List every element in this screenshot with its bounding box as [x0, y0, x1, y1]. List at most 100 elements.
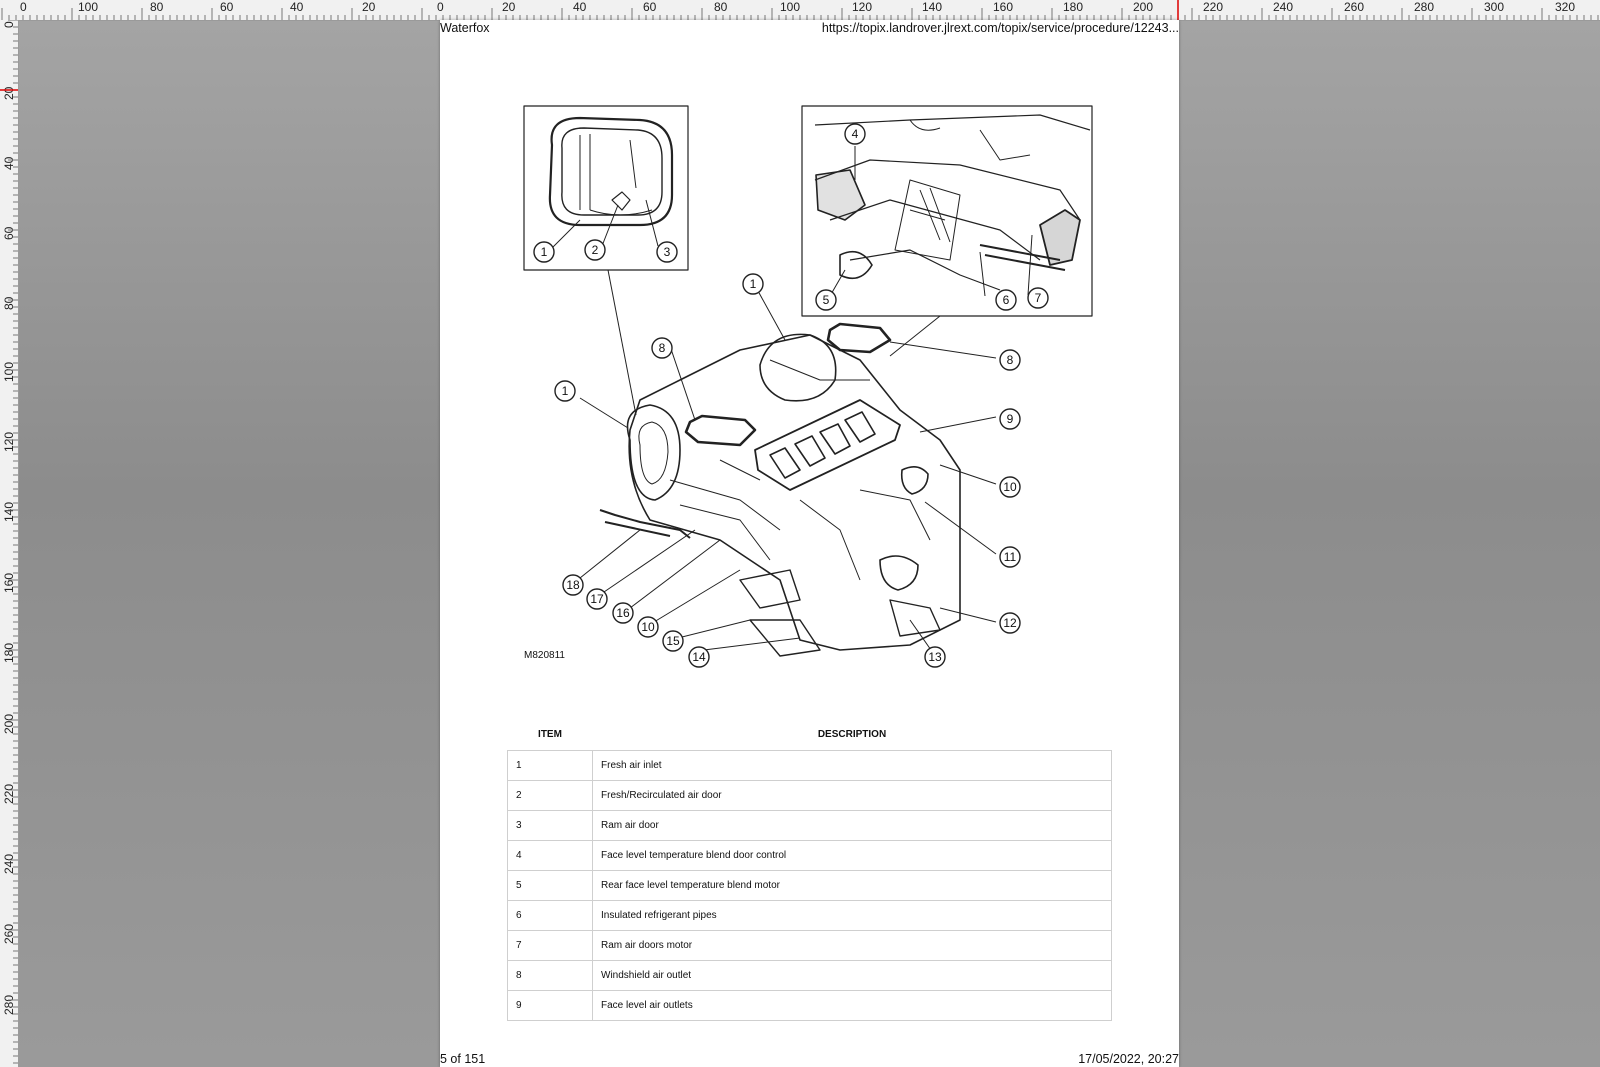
vertical-ruler[interactable]: 0 20 40 60 80 100 120 140 160 180 200 22… [0, 20, 19, 1067]
item-description: Ram air doors motor [592, 930, 1112, 961]
ruler-label: 40 [573, 0, 587, 14]
ruler-label: 280 [1414, 0, 1435, 14]
column-header-description: DESCRIPTION [817, 728, 887, 740]
callout-14: 14 [688, 646, 710, 668]
callout-4: 4 [844, 123, 866, 145]
callout-10: 10 [637, 616, 659, 638]
callout-15: 15 [662, 630, 684, 652]
callout-17: 17 [586, 588, 608, 610]
page-header-title: Waterfox [440, 21, 490, 35]
ruler-label: 260 [1344, 0, 1365, 14]
callout-6: 6 [995, 289, 1017, 311]
callout-label: 18 [566, 578, 580, 592]
item-number: 8 [507, 960, 593, 991]
callout-label: 15 [666, 634, 680, 648]
item-number: 1 [507, 750, 593, 781]
ruler-label: 80 [714, 0, 728, 14]
callout-label: 12 [1003, 616, 1017, 630]
item-description: Rear face level temperature blend motor [592, 870, 1112, 901]
ruler-label: 240 [1273, 0, 1294, 14]
column-header-item: ITEM [538, 728, 562, 740]
callout-1: 1 [742, 273, 764, 295]
callout-label: 5 [823, 293, 830, 307]
callout-11: 11 [999, 546, 1021, 568]
callout-label: 1 [562, 384, 569, 398]
ruler-label: 0 [437, 0, 444, 14]
ruler-label: 60 [643, 0, 657, 14]
callout-8: 8 [651, 337, 673, 359]
figure-code: M820811 [524, 650, 565, 661]
callout-label: 17 [590, 592, 604, 606]
ruler-ticks [1, 0, 1599, 20]
callout-label: 7 [1035, 291, 1042, 305]
inset-frame [801, 105, 1093, 317]
callout-label: 6 [1003, 293, 1010, 307]
ruler-label: 320 [1555, 0, 1576, 14]
ruler-label: 100 [780, 0, 801, 14]
callout-5: 5 [815, 289, 837, 311]
callout-label: 14 [692, 650, 706, 664]
callout-label: 8 [659, 341, 666, 355]
callout-12: 12 [999, 612, 1021, 634]
ruler-label: 20 [502, 0, 516, 14]
ruler-label: 180 [1063, 0, 1084, 14]
item-description: Face level temperature blend door contro… [592, 840, 1112, 871]
item-number: 2 [507, 780, 593, 811]
item-description: Face level air outlets [592, 990, 1112, 1021]
item-description: Windshield air outlet [592, 960, 1112, 991]
item-number: 6 [507, 900, 593, 931]
item-number: 7 [507, 930, 593, 961]
callout-16: 16 [612, 602, 634, 624]
page-header-url: https://topix.landrover.jlrext.com/topix… [821, 21, 1179, 35]
callout-label: 3 [664, 245, 671, 259]
ruler-label: 220 [1203, 0, 1224, 14]
ruler-label: 200 [1133, 0, 1154, 14]
ruler-label: 20 [362, 0, 376, 14]
callout-label: 13 [928, 650, 942, 664]
table-header-row: ITEM DESCRIPTION [508, 718, 1112, 751]
horizontal-ruler[interactable]: 0 100 80 60 40 20 0 20 40 60 80 100 120 … [0, 0, 1600, 21]
callout-label: 1 [750, 277, 757, 291]
callout-13: 13 [924, 646, 946, 668]
ruler-label: 40 [290, 0, 304, 14]
callout-1: 1 [554, 380, 576, 402]
callout-7: 7 [1027, 287, 1049, 309]
item-description: Fresh/Recirculated air door [592, 780, 1112, 811]
callout-label: 10 [641, 620, 655, 634]
callout-18: 18 [562, 574, 584, 596]
pdf-page[interactable]: Waterfox https://topix.landrover.jlrext.… [440, 20, 1179, 1067]
callout-label: 2 [592, 243, 599, 257]
ruler-ticks [0, 20, 18, 1064]
callout-label: 4 [852, 127, 859, 141]
callout-1: 1 [533, 241, 555, 263]
callout-label: 9 [1007, 412, 1014, 426]
callout-9: 9 [999, 408, 1021, 430]
ruler-label: 100 [78, 0, 99, 14]
ruler-label: 60 [220, 0, 234, 14]
item-number: 5 [507, 870, 593, 901]
callout-8: 8 [999, 349, 1021, 371]
ruler-label: 300 [1484, 0, 1505, 14]
item-number: 3 [507, 810, 593, 841]
callout-2: 2 [584, 239, 606, 261]
inset-frame [523, 105, 689, 271]
callout-label: 8 [1007, 353, 1014, 367]
item-description: Fresh air inlet [592, 750, 1112, 781]
page-footer-page-number: 5 of 151 [440, 1052, 486, 1066]
ruler-label: 0 [20, 0, 27, 14]
callout-label: 1 [541, 245, 548, 259]
callout-3: 3 [656, 241, 678, 263]
callout-10: 10 [999, 476, 1021, 498]
